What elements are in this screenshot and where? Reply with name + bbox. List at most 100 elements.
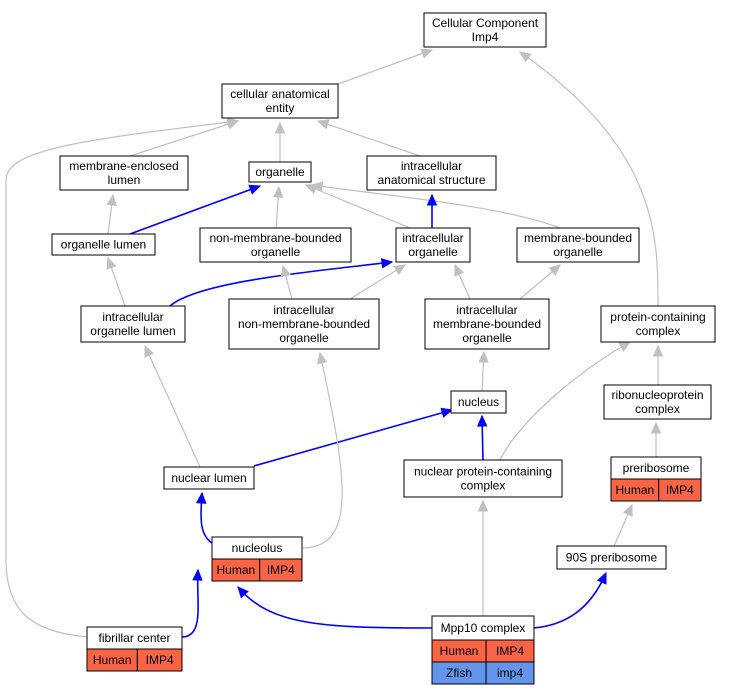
edge-mpp10-complex-to-nuclear-protein-containing-complex-arrowhead	[477, 499, 489, 512]
edge-organelle-lumen-to-membrane-enclosed-lumen	[106, 193, 117, 235]
node-organelle[interactable]: organelle	[248, 161, 312, 183]
node-label: organelle	[408, 245, 458, 259]
node-box	[395, 227, 471, 263]
edge-fibrillar-center-to-cellular-anatomical-entity-arrowhead	[226, 117, 240, 128]
edge-preribosome-to-ribonucleoprotein-complex	[650, 421, 662, 457]
node-label: membrane-bounded	[524, 231, 632, 245]
edge-organelle-lumen-to-organelle-line	[129, 185, 261, 235]
node-label: Mpp10 complex	[441, 621, 526, 635]
edge-cellular-anatomical-entity-to-cellular-component-arrowhead	[420, 48, 434, 59]
gene-cell	[136, 648, 183, 672]
node-nuclear-lumen[interactable]: nuclear lumen	[163, 466, 255, 490]
edge-cellular-anatomical-entity-to-cellular-component-line	[337, 49, 433, 85]
node-box	[556, 545, 667, 570]
edge-intracellular-organelle-to-intracellular-anatomical-structure-arrowhead	[426, 193, 438, 206]
node-nucleus[interactable]: nucleus	[450, 390, 507, 414]
node-label: nuclear lumen	[171, 471, 246, 485]
node-label: organelle	[279, 331, 329, 345]
edge-nuclear-protein-containing-complex-to-protein-containing-complex-line	[499, 341, 631, 461]
node-label: intracellular	[456, 303, 517, 317]
node-box	[450, 390, 507, 414]
edge-nucleolus-to-nuclear-lumen-arrowhead	[195, 491, 207, 504]
edge-nucleus-to-intracellular-membrane-bounded-organelle	[478, 350, 489, 392]
edge-nuclear-lumen-to-nucleus-arrowhead	[440, 407, 454, 418]
node-label: intracellular	[273, 303, 334, 317]
node-label: protein-containing	[610, 310, 705, 324]
edge-intracellular-membrane-bounded-organelle-to-membrane-bounded-organelle	[519, 264, 561, 300]
node-label: organelle lumen	[90, 324, 175, 338]
node-label: Imp4	[472, 30, 499, 44]
edge-protein-containing-complex-to-cellular-component	[519, 51, 659, 307]
node-preribosome-90s[interactable]: 90S preribosome	[556, 545, 667, 570]
edge-intracellular-organelle-to-intracellular-anatomical-structure	[426, 193, 438, 228]
node-box	[403, 459, 563, 498]
edge-intracellular-non-membrane-bounded-organelle-to-intracellular-organelle-line	[349, 264, 406, 300]
node-label: cellular anatomical	[230, 87, 329, 101]
edge-membrane-bounded-organelle-to-organelle	[310, 181, 561, 229]
edge-nuclear-protein-containing-complex-to-protein-containing-complex-arrowhead	[618, 341, 632, 352]
node-label: 90S preribosome	[566, 551, 658, 565]
edge-membrane-bounded-organelle-to-organelle-arrowhead	[310, 181, 324, 192]
node-box	[59, 155, 189, 191]
gene-label: IMP4	[666, 483, 694, 497]
edge-organelle-lumen-to-organelle	[129, 184, 262, 235]
edge-cellular-anatomical-entity-to-cellular-component	[337, 48, 434, 85]
edge-non-membrane-bounded-organelle-to-organelle	[272, 185, 284, 229]
node-label: organelle	[462, 331, 512, 345]
node-label: membrane-enclosed	[69, 159, 178, 173]
edge-nuclear-lumen-to-nucleus	[253, 407, 454, 467]
species-label: Human	[440, 644, 479, 658]
node-box	[366, 155, 497, 191]
edge-intracellular-organelle-lumen-to-organelle-lumen-arrowhead	[106, 256, 117, 270]
edge-nucleus-to-intracellular-membrane-bounded-organelle-arrowhead	[478, 350, 489, 363]
edge-nucleolus-to-intracellular-non-membrane-bounded-organelle	[301, 351, 343, 549]
edge-intracellular-non-membrane-bounded-organelle-to-intracellular-organelle-arrowhead	[393, 264, 407, 276]
node-label: lumen	[108, 173, 141, 187]
edge-intracellular-organelle-lumen-to-intracellular-organelle-arrowhead	[380, 258, 394, 269]
node-label: complex	[461, 479, 506, 493]
edge-fibrillar-center-to-nucleolus	[181, 568, 203, 638]
edges-layer	[5, 48, 664, 638]
edge-fibrillar-center-to-cellular-anatomical-entity	[5, 117, 240, 638]
edge-nuclear-protein-containing-complex-to-nucleus-arrowhead	[476, 414, 488, 427]
edge-ribonucleoprotein-complex-to-protein-containing-complex	[652, 344, 664, 385]
node-label: organelle	[251, 245, 301, 259]
gene-label: IMP4	[267, 563, 295, 577]
edge-intracellular-anatomical-structure-to-cellular-anatomical-entity-line	[317, 120, 421, 157]
node-label: preribosome	[623, 461, 690, 475]
edge-intracellular-non-membrane-bounded-organelle-to-non-membrane-bounded-organelle-arrowhead	[280, 264, 291, 278]
node-box	[603, 384, 712, 420]
node-organelle-lumen[interactable]: organelle lumen	[51, 233, 156, 256]
edge-nucleolus-to-intracellular-non-membrane-bounded-organelle-arrowhead	[317, 351, 328, 365]
edge-nuclear-protein-containing-complex-to-nucleus	[476, 414, 488, 461]
gene-label: IMP4	[496, 644, 524, 658]
node-label: non-membrane-bounded	[238, 317, 370, 331]
edge-intracellular-membrane-bounded-organelle-to-membrane-bounded-organelle-arrowhead	[548, 264, 561, 276]
node-label: nucleus	[458, 395, 499, 409]
edge-intracellular-membrane-bounded-organelle-to-intracellular-organelle	[454, 263, 471, 300]
edge-preribosome-90s-to-preribosome	[613, 503, 633, 547]
node-box	[163, 466, 255, 490]
edge-fibrillar-center-to-nucleolus-arrowhead	[192, 568, 203, 581]
node-intracellular-non-membrane-bounded-organelle[interactable]: intracellularnon-membrane-boundedorganel…	[228, 298, 380, 350]
edge-mpp10-complex-to-nucleolus-arrowhead	[237, 586, 249, 599]
gene-cell	[259, 558, 303, 582]
node-label: fibrillar center	[98, 631, 170, 645]
